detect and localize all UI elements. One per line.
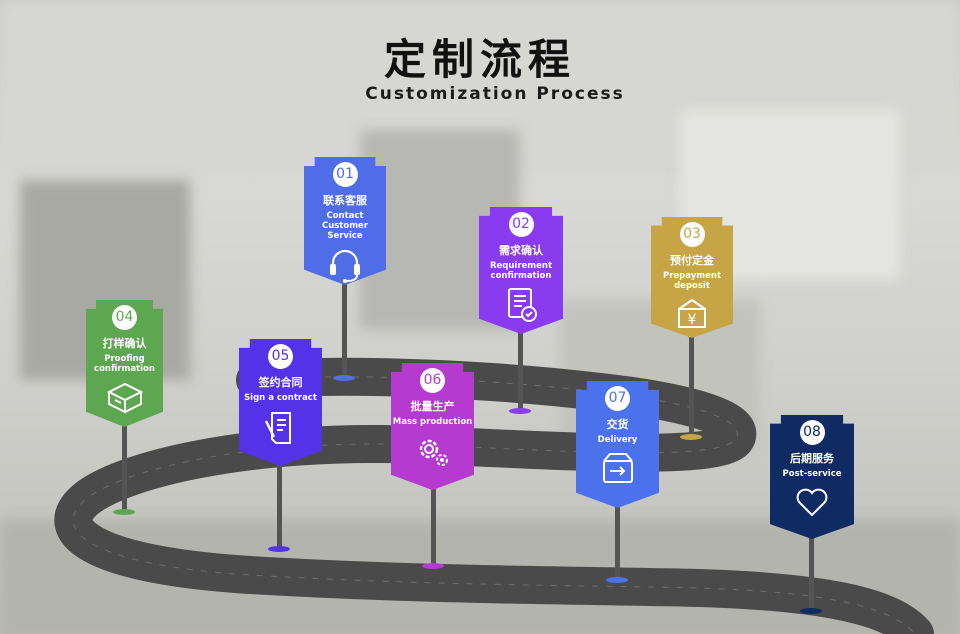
step-title-en: Proofing confirmation <box>94 354 155 374</box>
sign-pole <box>277 463 282 548</box>
step-sign-06: 06 批量生产 Mass production <box>391 363 474 490</box>
sign-pole <box>689 333 694 436</box>
step-number: 08 <box>799 420 825 445</box>
step-number: 06 <box>420 368 445 393</box>
pole-base <box>113 509 135 515</box>
yen-envelope-icon: ¥ <box>678 298 706 328</box>
svg-text:¥: ¥ <box>688 312 697 328</box>
step-title-en: Requirement confirmation <box>489 261 553 281</box>
pole-base <box>268 546 290 552</box>
step-number: 02 <box>508 212 534 237</box>
step-title-cn: 后期服务 <box>790 452 834 465</box>
step-number: 01 <box>332 162 358 187</box>
pole-base <box>800 608 822 614</box>
sign-pole <box>431 487 436 565</box>
pole-base <box>422 563 444 569</box>
page-subtitle: Customization Process <box>365 84 625 104</box>
step-title-en: Contact Customer Service <box>321 211 369 241</box>
step-title-en: Delivery <box>597 435 638 445</box>
step-title-cn: 需求确认 <box>499 244 543 257</box>
step-title-en: Sign a contract <box>244 393 317 403</box>
step-title-cn: 交货 <box>606 418 629 431</box>
pole-base <box>680 434 702 440</box>
step-title-cn: 打样确认 <box>102 337 147 350</box>
step-sign-01: 01 联系客服 Contact Customer Service <box>304 157 386 285</box>
step-sign-04: 04 打样确认 Proofing confirmation <box>86 300 163 427</box>
step-title-cn: 预付定金 <box>670 254 714 267</box>
sign-pole <box>809 535 814 609</box>
step-sign-03: 03 预付定金 Prepayment deposit ¥ <box>651 217 733 338</box>
step-sign-02: 02 需求确认 Requirement confirmation <box>479 207 563 334</box>
step-sign-05: 05 签约合同 Sign a contract <box>239 339 322 466</box>
sign-pole <box>518 330 523 410</box>
pole-base <box>509 408 531 414</box>
step-number: 04 <box>112 305 137 330</box>
sign-pole <box>615 505 620 579</box>
step-sign-08: 08 后期服务 Post-service <box>770 415 854 539</box>
box-icon <box>106 382 143 414</box>
step-title-en: Mass production <box>392 417 473 427</box>
page-title: 定制流程 <box>383 35 576 84</box>
delivery-box-icon <box>602 453 633 483</box>
pole-base <box>333 375 355 381</box>
headset-icon <box>330 249 360 283</box>
heart-icon <box>796 488 828 517</box>
step-title-cn: 批量生产 <box>410 400 455 413</box>
gears-icon <box>419 439 448 466</box>
step-number: 07 <box>605 386 630 411</box>
step-title-cn: 联系客服 <box>323 194 367 207</box>
step-number: 05 <box>268 344 293 369</box>
sign-pole <box>122 424 127 511</box>
step-sign-07: 07 交货 Delivery <box>576 381 659 508</box>
step-title-en: Post-service <box>782 469 842 479</box>
contract-pen-icon <box>264 412 291 444</box>
step-number: 03 <box>679 222 705 247</box>
step-title-cn: 签约合同 <box>258 376 303 389</box>
sign-pole <box>342 282 347 377</box>
pole-base <box>606 577 628 583</box>
step-title-en: Prepayment deposit <box>662 271 722 291</box>
document-check-icon <box>508 288 537 322</box>
